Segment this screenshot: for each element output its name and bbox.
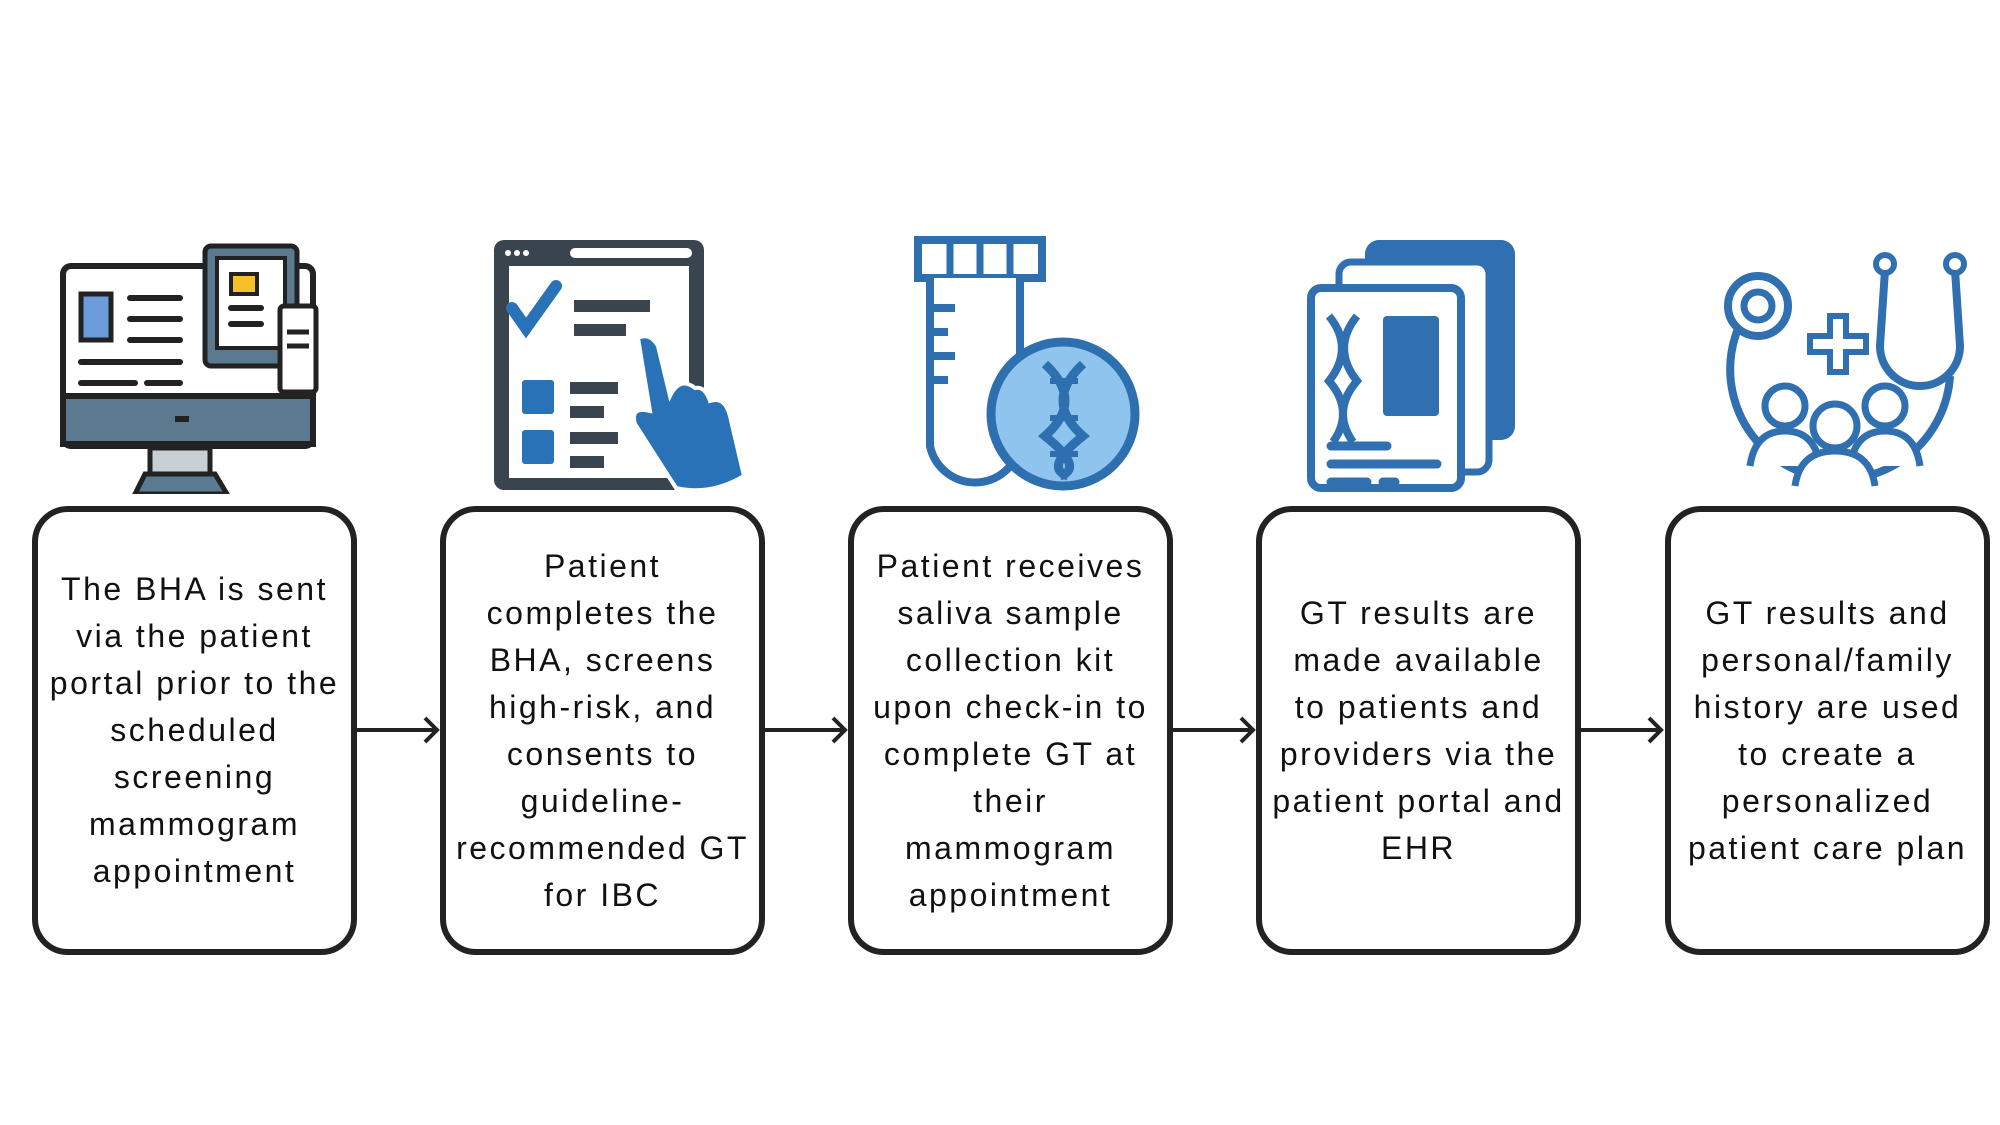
patient-care-stethoscope-icon xyxy=(1724,252,1967,487)
arrow-right-icon xyxy=(357,716,440,744)
step-5-text: GT results and personal/family history a… xyxy=(1687,594,1968,866)
computer-devices-icon xyxy=(60,243,319,494)
step-4-text: GT results are made available to patient… xyxy=(1272,594,1565,866)
step-1-text: The BHA is sent via the patient portal p… xyxy=(49,571,340,889)
step-1-box: The BHA is sent via the patient portal p… xyxy=(32,506,357,955)
arrow-right-icon xyxy=(1581,716,1664,744)
step-4-box: GT results are made available to patient… xyxy=(1256,506,1581,955)
checklist-touch-icon xyxy=(494,240,747,493)
test-tube-dna-icon xyxy=(914,236,1140,491)
step-2-text: Patient completes the BHA, screens high-… xyxy=(456,547,749,913)
step-3-text: Patient receives saliva sample collectio… xyxy=(873,547,1148,913)
step-3-box: Patient receives saliva sample collectio… xyxy=(848,506,1173,955)
dna-report-icon xyxy=(1307,240,1515,492)
step-5-box: GT results and personal/family history a… xyxy=(1665,506,1990,955)
step-2-box: Patient completes the BHA, screens high-… xyxy=(440,506,765,955)
arrow-right-icon xyxy=(765,716,848,744)
arrow-right-icon xyxy=(1173,716,1256,744)
